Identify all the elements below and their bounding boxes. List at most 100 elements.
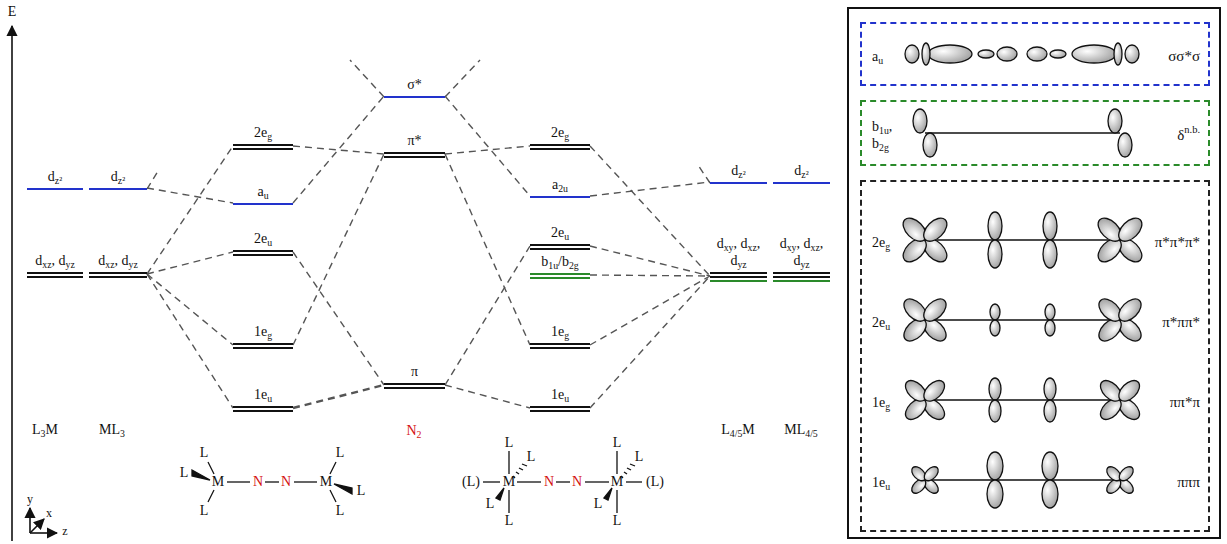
orbital-lobe xyxy=(1042,452,1058,480)
level-stroke xyxy=(27,188,83,190)
level-stroke xyxy=(233,406,293,408)
orbital-lobe xyxy=(925,399,1120,400)
axis-label: y xyxy=(27,493,33,505)
orbital-lobe xyxy=(997,47,1017,61)
key-box: 2egπ*π*π*2euπ*ππ*1egππ*π1euπππ xyxy=(860,180,1210,532)
orbital-label: dxy, dxz, dyz xyxy=(770,235,833,269)
orbital-label: dz² xyxy=(67,168,169,185)
level-line xyxy=(89,272,147,278)
correlation-line xyxy=(293,146,384,154)
level-stroke xyxy=(530,277,590,279)
correlation-line xyxy=(445,246,530,385)
level-line xyxy=(384,383,445,389)
orbital-lobe xyxy=(920,295,951,326)
level-stroke xyxy=(89,188,147,190)
level-stroke xyxy=(27,276,83,278)
orbital-lobe xyxy=(919,214,951,246)
level-stroke xyxy=(384,383,445,385)
orbital-label: 2eg xyxy=(508,124,612,141)
orbital-lobe xyxy=(922,464,941,483)
level-line xyxy=(773,272,830,282)
level-stroke xyxy=(530,144,590,146)
orbital-label: dz² xyxy=(5,168,105,185)
energy-level: au xyxy=(233,183,293,207)
level-stroke xyxy=(773,272,830,274)
level-line xyxy=(89,188,147,190)
symmetry-label: 1eu xyxy=(872,474,890,491)
orbital-label: 1eg xyxy=(508,323,612,340)
level-line xyxy=(530,273,590,279)
correlation-line xyxy=(293,252,384,385)
level-line xyxy=(710,272,767,282)
orbital-lobe xyxy=(1027,47,1047,61)
orbital-lobe xyxy=(1043,212,1057,240)
orbital-lobe xyxy=(925,239,1120,240)
level-stroke xyxy=(773,276,830,278)
orbital-label: 1eu xyxy=(211,386,315,403)
level-line xyxy=(233,406,293,412)
level-stroke xyxy=(233,203,293,205)
level-stroke xyxy=(530,196,590,198)
orbital-label: π xyxy=(362,363,467,380)
correlation-line xyxy=(590,246,710,276)
energy-level: dz² xyxy=(89,168,147,192)
key-frame xyxy=(848,8,1220,538)
atom-label: L xyxy=(200,446,209,460)
atom-label: L xyxy=(505,514,514,528)
level-line xyxy=(530,196,590,198)
energy-level: σ* xyxy=(384,76,445,100)
symmetry-label: b1u, b2g xyxy=(872,118,906,152)
orbital-label: a2u xyxy=(508,176,612,193)
atom-label: L xyxy=(527,450,536,464)
energy-level: 1eg xyxy=(530,323,590,351)
level-stroke xyxy=(530,148,590,150)
atom-label: L xyxy=(200,504,209,518)
energy-level: dxy, dxz, dyz xyxy=(710,235,767,284)
level-line xyxy=(27,188,83,190)
orbital-lobe xyxy=(923,133,937,157)
atom-label: L xyxy=(486,497,495,511)
symmetry-label: 1eg xyxy=(872,394,890,411)
level-stroke xyxy=(233,254,293,256)
correlation-line xyxy=(293,385,384,408)
orbital-lobe xyxy=(990,304,1000,320)
orbital-lobe xyxy=(1115,295,1146,326)
level-line xyxy=(530,244,590,250)
energy-level: dxz, dyz xyxy=(27,252,83,280)
correlation-line xyxy=(590,276,710,408)
atom-label: N xyxy=(544,475,554,489)
correlation-line xyxy=(147,188,233,203)
axes xyxy=(12,26,57,541)
level-stroke xyxy=(530,273,590,275)
level-line xyxy=(233,343,293,349)
fragment-label: ML4/5 xyxy=(784,423,818,437)
orbital-lobe xyxy=(925,319,1120,320)
orbital-lobe xyxy=(925,132,1120,133)
orbital-lobe xyxy=(920,377,948,405)
atom-label: (L) xyxy=(646,475,664,489)
level-line xyxy=(233,203,293,205)
correlation-line xyxy=(147,146,233,274)
orbital-lobe xyxy=(1125,45,1139,63)
level-stroke xyxy=(384,96,445,98)
level-line xyxy=(530,406,590,412)
level-line xyxy=(233,144,293,150)
level-stroke xyxy=(384,156,445,158)
energy-level: a2u xyxy=(530,176,590,200)
orbital-label: dz² xyxy=(688,162,789,179)
orbital-lobe xyxy=(1072,45,1116,63)
symmetry-label: 2eg xyxy=(872,234,890,251)
key-box: b1u, b2gδn.b. xyxy=(860,100,1210,166)
orbital-label: au xyxy=(211,183,315,200)
energy-level: 2eu xyxy=(233,230,293,258)
orbital-lobe xyxy=(987,452,1003,480)
orbital-label: π* xyxy=(362,132,467,149)
orbital-lobe xyxy=(1044,378,1056,400)
orbital-lobe xyxy=(988,212,1002,240)
atom-label: L xyxy=(613,514,622,528)
atom-label: L xyxy=(336,446,345,460)
atom-label: N xyxy=(281,475,291,489)
